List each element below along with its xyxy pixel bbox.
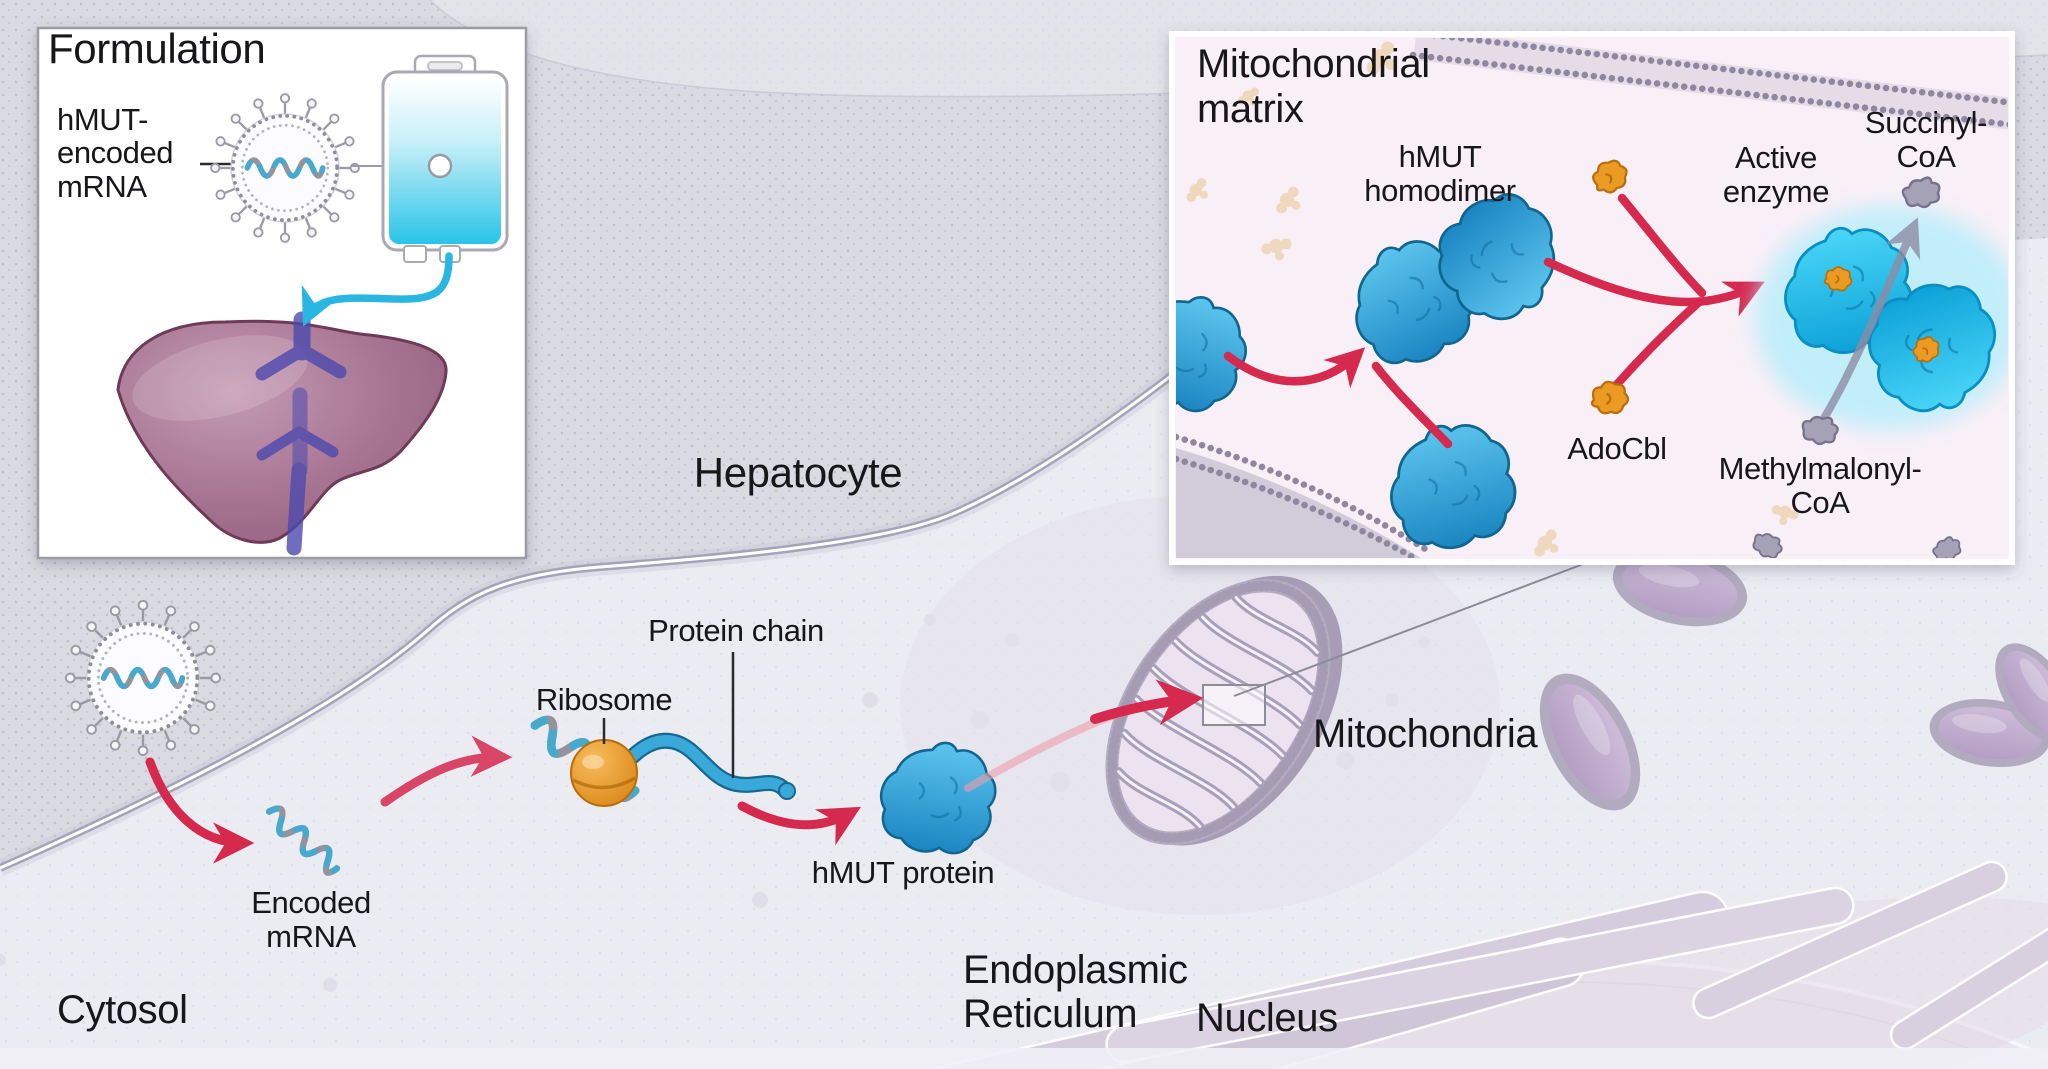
arrow-mrna-to-ribosome: [380, 735, 513, 807]
inner-membrane-top: [1409, 38, 2008, 130]
matrix-title: Mitochondrial matrix: [1197, 42, 1430, 131]
arrow-methylmalonyl-to-succinyl: [1814, 217, 1921, 432]
homodimer-label: hMUT homodimer: [1364, 139, 1516, 209]
adocbl-label: AdoCbl: [1567, 431, 1667, 466]
arrow-protein-to-mitochondrion: [964, 679, 1204, 792]
mitochondrial-matrix-panel: [1169, 31, 2015, 565]
bottom-strip: [0, 1048, 2048, 1069]
encoded-mrna-label: Encoded mRNA: [251, 885, 371, 955]
iv-infusion-arrow: [301, 252, 453, 327]
endoplasmic-reticulum-icon: [774, 860, 2048, 1069]
ribosome-icon: [570, 739, 638, 807]
mitochondria-label: Mitochondria: [1313, 712, 1538, 756]
cytosol-label: Cytosol: [57, 988, 188, 1032]
liver-icon: [116, 311, 448, 556]
activation-arrows: [1543, 193, 1765, 395]
arrow-ribosome-to-protein: [737, 801, 861, 846]
hepatocyte-label: Hepatocyte: [693, 449, 903, 496]
zoom-callout-line: [1233, 559, 1595, 697]
ribosome-label: Ribosome: [535, 682, 673, 717]
protein-chain-icon: [624, 732, 796, 800]
arrow-monomer-to-dimer-2: [1371, 361, 1453, 449]
succinyl-coa-label: Succinyl- CoA: [1864, 105, 1988, 175]
cell-membrane: [0, 365, 1182, 876]
iv-bag-icon: [381, 54, 509, 263]
endoplasmic-reticulum-label: Endoplasmic Reticulum: [963, 948, 1188, 1036]
nucleus-label: Nucleus: [1196, 996, 1338, 1040]
ribosome-complex: [528, 652, 796, 807]
arrow-lnp-to-mrna: [145, 757, 255, 864]
protein-chain-label: Protein chain: [648, 613, 824, 648]
liver-vessels: [255, 311, 347, 556]
formulation-title: Formulation: [48, 25, 266, 72]
lnp-at-membrane-icon: [66, 601, 220, 755]
formulation-lnp-icon: [211, 94, 359, 242]
methylmalonyl-coa-label: Methylmalonyl- CoA: [1718, 451, 1922, 521]
formulation-panel: [36, 26, 528, 560]
inner-membrane-corner: [1176, 433, 1434, 558]
active-enzyme-label: Active enzyme: [1722, 140, 1830, 210]
arrow-monomer-to-dimer: [1223, 347, 1366, 389]
hmut-protein-label: hMUT protein: [811, 855, 995, 890]
payload-label: hMUT- encoded mRNA: [57, 102, 174, 204]
zoom-callout-rect: [1202, 684, 1266, 726]
